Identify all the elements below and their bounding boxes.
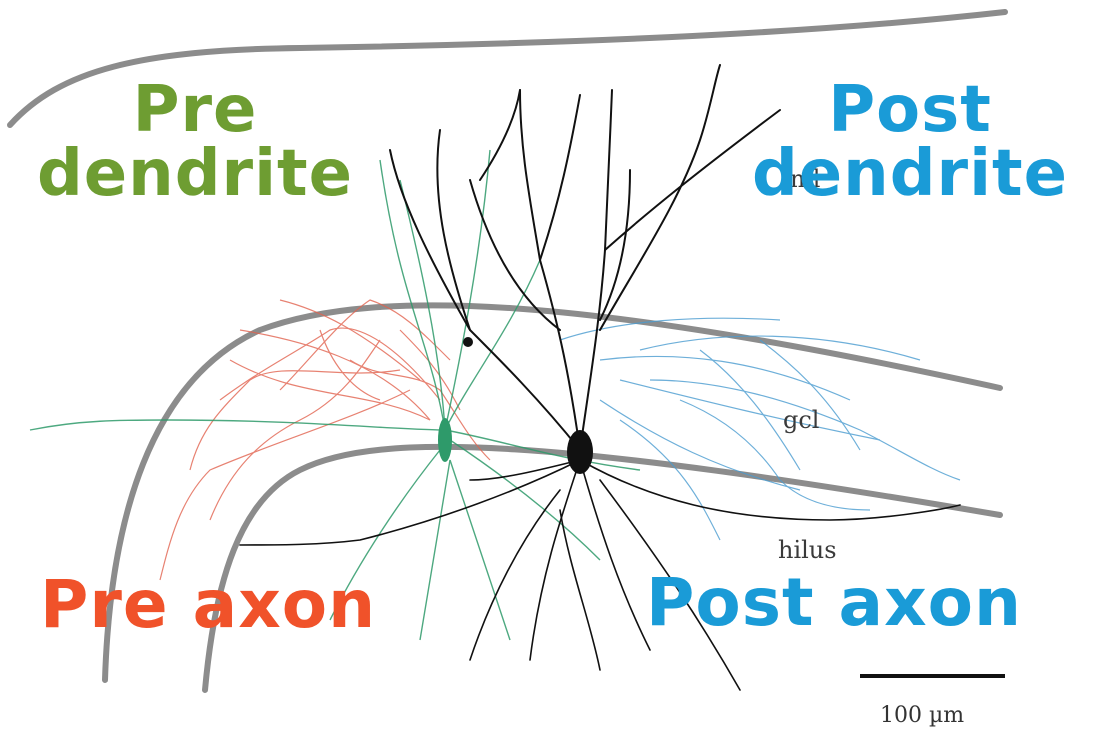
small-soma (463, 337, 473, 347)
hilus-layer-label: hilus (778, 536, 837, 564)
pre-axon-label: Pre axon (40, 572, 376, 638)
post-axon-label: Post axon (646, 570, 1022, 636)
pre-dendrite-label: Pre dendrite (20, 78, 370, 206)
pre-dendrite-line1: Pre (20, 78, 370, 142)
post-dendrite-label: Post dendrite (735, 78, 1085, 206)
post-dendrite-line1: Post (735, 78, 1085, 142)
black-soma (567, 430, 593, 474)
post-dendrite-line2: dendrite (735, 142, 1085, 206)
gcl-layer-label: gcl (783, 406, 819, 434)
black-neuron-dendrites (390, 65, 780, 450)
scale-bar-label: 100 µm (880, 703, 964, 728)
green-soma (438, 418, 452, 462)
pre-dendrite-line2: dendrite (20, 142, 370, 206)
